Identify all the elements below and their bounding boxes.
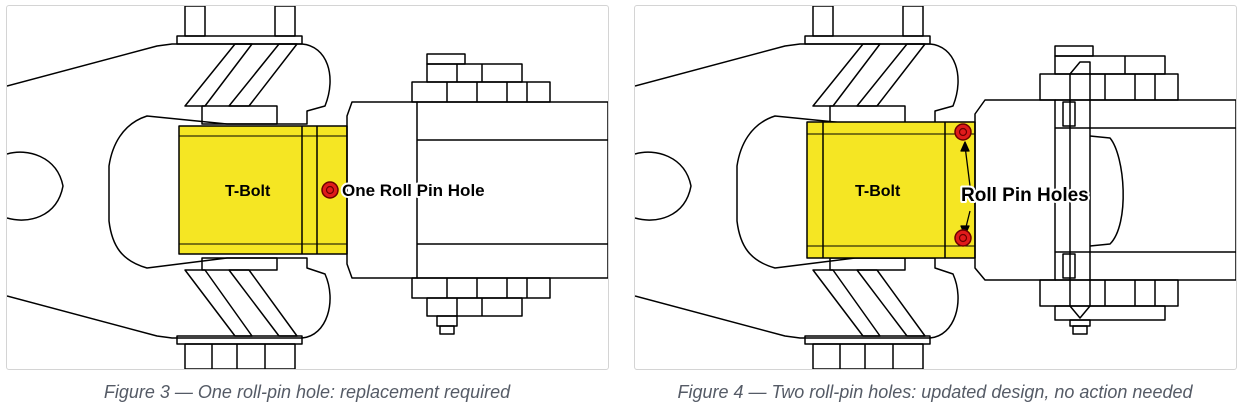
top-bolt: [176, 6, 303, 125]
t-bolt-label: T-Bolt: [225, 183, 271, 200]
t-bolt-label: T-Bolt: [855, 183, 901, 200]
housing: [974, 45, 1236, 335]
figure-4-caption: Figure 4 — Two roll-pin holes: updated d…: [677, 382, 1193, 402]
bottom-bolt: [176, 257, 303, 369]
figure-3-panel: T-Bolt One Roll Pin Hole: [6, 5, 609, 370]
housing: [346, 53, 608, 335]
yoke-body: [635, 43, 959, 339]
bottom-bolt: [804, 257, 931, 369]
figure-4-panel: T-Bolt Roll Pin Holes: [634, 5, 1237, 370]
roll-pin-hole-top: [954, 123, 972, 141]
roll-pin-callout: Roll Pin Holes: [961, 185, 1089, 206]
t-bolt-block: [806, 121, 976, 259]
roll-pin-callout: One Roll Pin Hole: [342, 181, 485, 200]
t-bolt-block: [178, 125, 348, 255]
top-bolt: [804, 6, 931, 125]
figure-4-diagram: T-Bolt Roll Pin Holes: [635, 6, 1236, 369]
roll-pin-hole-bottom: [954, 229, 972, 247]
figure-3-diagram: T-Bolt One Roll Pin Hole: [7, 6, 608, 369]
roll-pin-hole: [321, 181, 339, 199]
figure-3-caption: Figure 3 — One roll-pin hole: replacemen…: [103, 382, 511, 402]
yoke-body: [7, 43, 331, 339]
